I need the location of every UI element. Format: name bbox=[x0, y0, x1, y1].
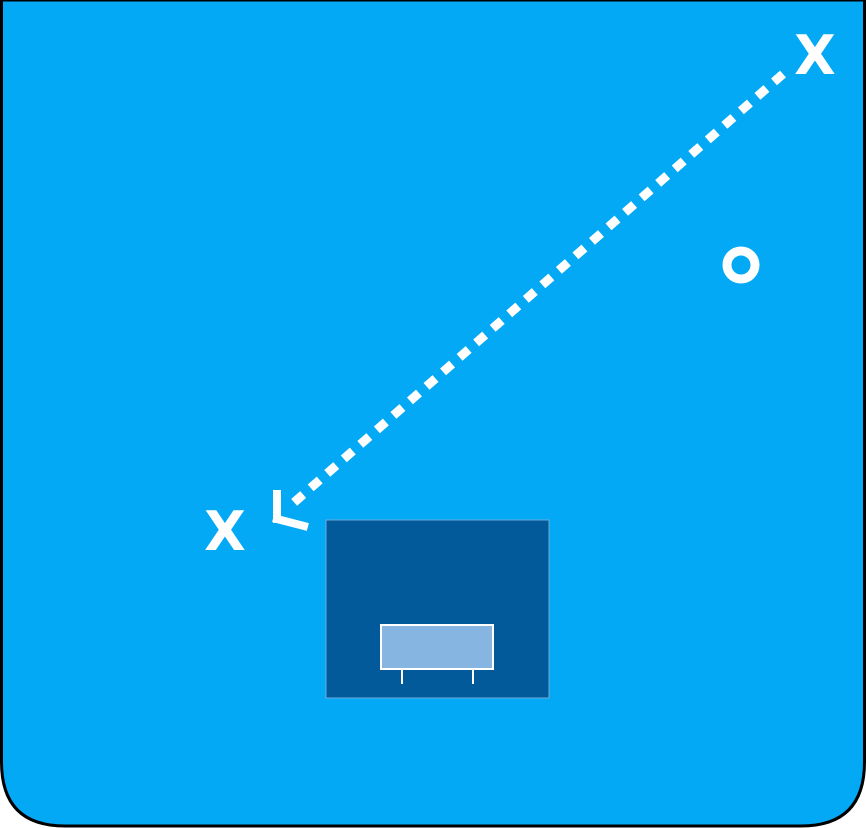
player-x-passer: X bbox=[794, 24, 836, 87]
player-x-receiver: X bbox=[204, 500, 246, 563]
arrow-head-icon bbox=[272, 490, 309, 531]
player-o-defender bbox=[722, 246, 760, 284]
backboard bbox=[380, 624, 494, 670]
key-area bbox=[325, 519, 550, 699]
